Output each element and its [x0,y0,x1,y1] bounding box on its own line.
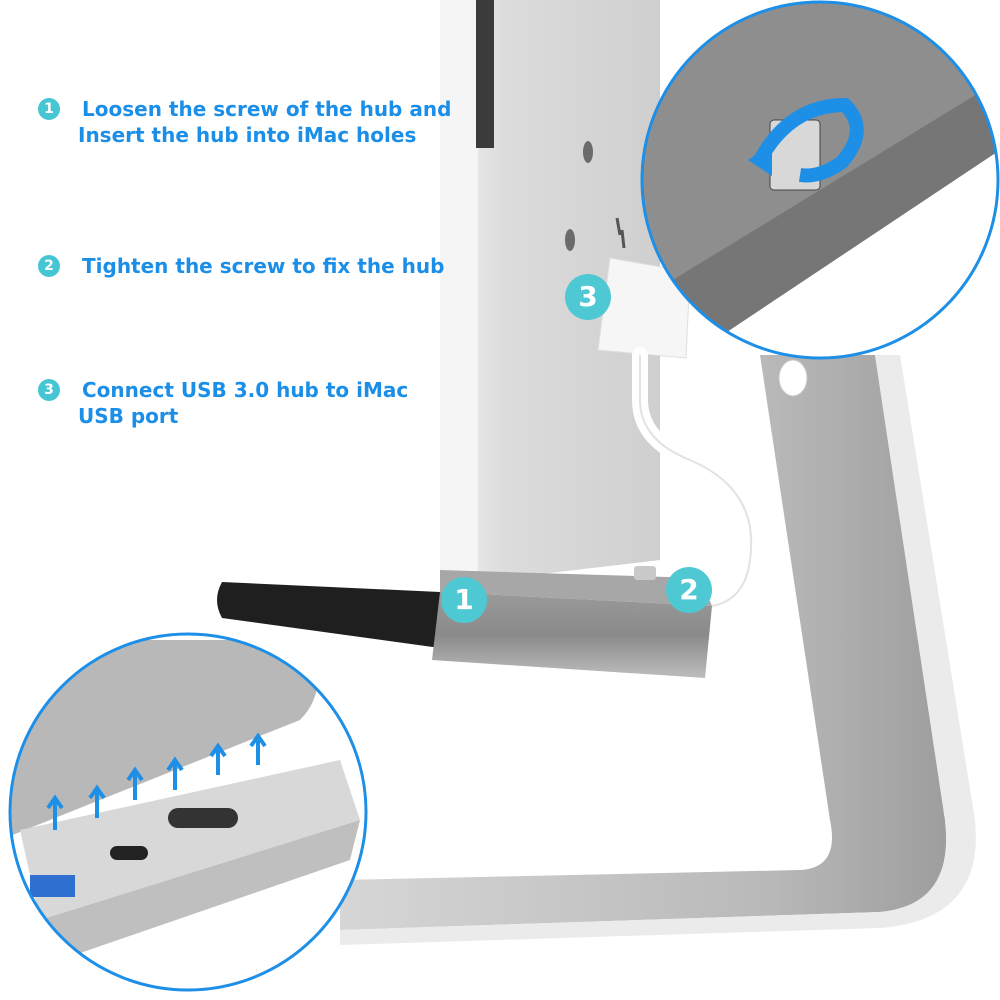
callout-badge-cable: 2 [666,567,712,613]
step-number-badge: 3 [38,379,60,401]
callout-badge-hub: 1 [441,577,487,623]
callout-badge-usb-plug: 3 [565,274,611,320]
instruction-step-2: 2 Tighten the screw to fix the hub [38,253,444,279]
zoom-circle-ports [10,634,366,990]
imac-stand [340,355,976,945]
usb-hub [217,566,712,678]
step-number-badge: 1 [38,98,60,120]
step-3-line-2: USB port [78,404,179,428]
step-2-line-1: Tighten the screw to fix the hub [82,254,445,278]
step-3-line-1: Connect USB 3.0 hub to iMac [82,378,409,402]
instruction-step-3: 3 Connect USB 3.0 hub to iMac USB port [38,377,408,429]
step-1-line-2: Insert the hub into iMac holes [78,123,417,147]
imac-back [440,0,660,580]
instruction-step-1: 1 Loosen the screw of the hub and Insert… [38,96,451,148]
step-1-line-1: Loosen the screw of the hub and [82,97,452,121]
usb-plug-cable [597,257,760,614]
zoom-circle-screw [642,2,998,358]
step-number-badge: 2 [38,255,60,277]
